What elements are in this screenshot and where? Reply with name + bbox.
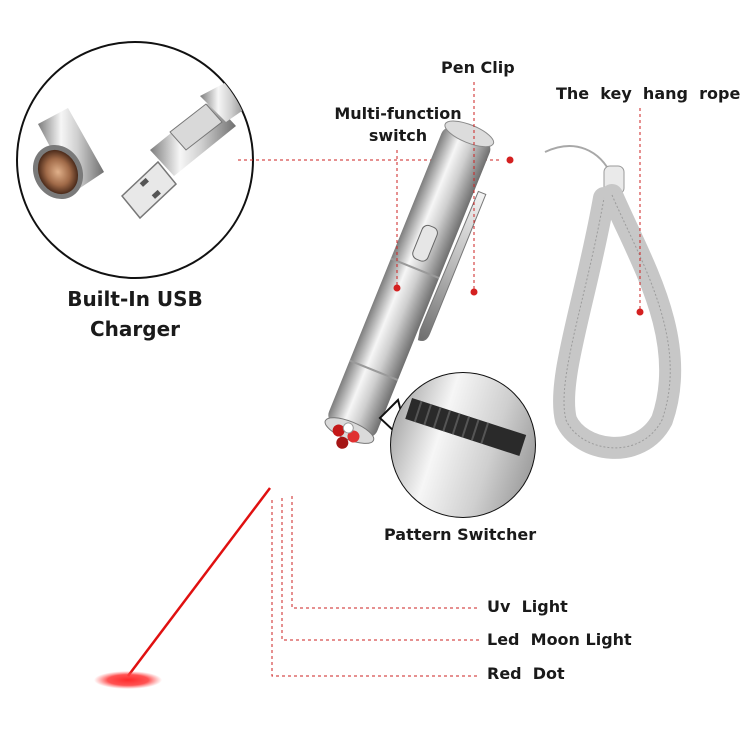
red-laser-beam (94, 487, 271, 689)
leader-lines (271, 82, 641, 677)
uv-light-label: Uv Light (487, 597, 568, 616)
key-hang-rope-label: The key hang rope (556, 84, 741, 103)
usb-charger-label-line2: Charger (89, 317, 181, 341)
key-hang-rope (544, 145, 682, 459)
multi-function-switch-label-line1: Multi-function (334, 104, 462, 123)
led-moon-light-label: Led Moon Light (487, 630, 632, 649)
multi-function-switch-label-line2: switch (368, 126, 428, 145)
red-dot-label: Red Dot (487, 664, 565, 683)
usb-charger-label-line1: Built-In USB (67, 287, 203, 311)
pen-end-cap (32, 108, 104, 200)
multi-function-switch (412, 224, 438, 262)
pen-clip-label: Pen Clip (441, 58, 515, 77)
usb-plug-icon (120, 160, 178, 220)
pattern-switcher-label: Pattern Switcher (384, 525, 537, 544)
leader-dots (393, 156, 644, 316)
pen-head-leds (332, 422, 360, 449)
laser-pen-body (324, 120, 495, 449)
usb-charger-inset (16, 41, 254, 279)
